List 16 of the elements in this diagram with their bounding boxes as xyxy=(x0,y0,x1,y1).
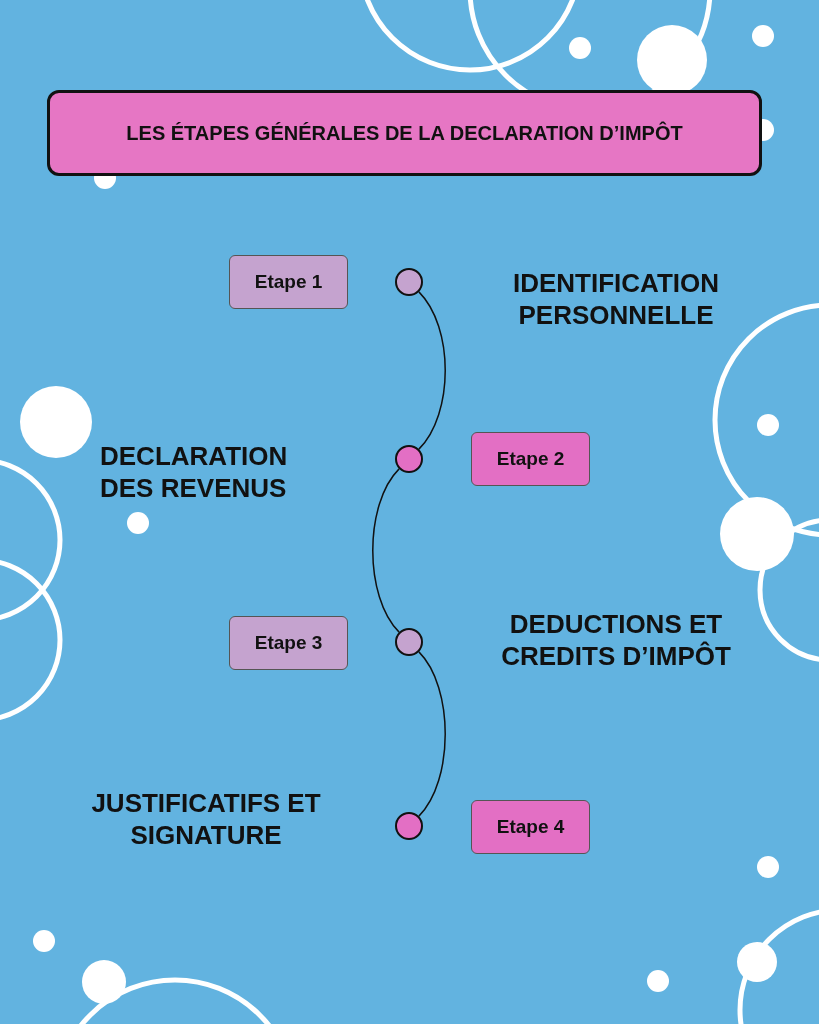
timeline-dot xyxy=(395,812,423,840)
step-heading: DEDUCTIONS ET CREDITS D’IMPÔT xyxy=(500,608,732,672)
step-heading: DECLARATION DES REVENUS xyxy=(100,440,289,504)
title-banner: LES ÉTAPES GÉNÉRALES DE LA DECLARATION D’IMPÔT xyxy=(47,90,762,176)
step-badge: Etape 3 xyxy=(229,616,348,670)
timeline-dot xyxy=(395,628,423,656)
connector-curve xyxy=(418,291,446,450)
timeline-dot xyxy=(395,445,423,473)
connector-curve xyxy=(372,468,400,633)
timeline-dot xyxy=(395,268,423,296)
step-badge: Etape 1 xyxy=(229,255,348,309)
step-heading: JUSTIFICATIFS ET SIGNATURE xyxy=(90,787,322,851)
step-badge: Etape 4 xyxy=(471,800,590,854)
connector-curve xyxy=(418,651,446,817)
step-heading: IDENTIFICATION PERSONNELLE xyxy=(511,267,721,331)
step-badge: Etape 2 xyxy=(471,432,590,486)
